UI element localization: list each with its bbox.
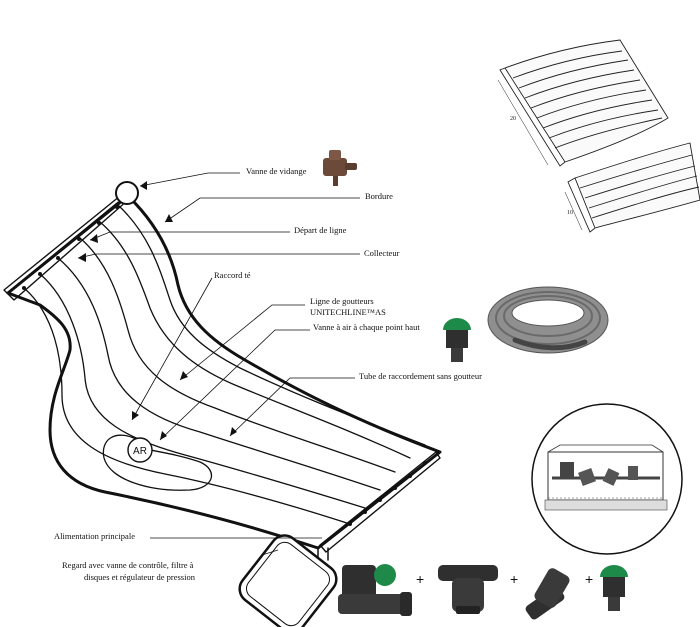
air-valve-icon [443,318,471,362]
lower-bed: 10 [564,142,700,233]
drip-line [57,257,381,491]
valve-box-inset [531,403,683,555]
label-valve-box-1: Regard avec vanne de contrôle, filtre à [62,560,194,570]
control-valve-icon [338,564,412,616]
label-air-valve: Vanne à air à chaque point haut [313,322,420,332]
tubing-coil-icon [487,286,609,354]
arrowheads [78,181,237,440]
label-border: Bordure [365,191,393,201]
return-loop [102,434,212,491]
label-tee-fitting: Raccord té [214,270,251,280]
plus-sign: + [585,571,593,587]
svg-text:10: 10 [567,210,573,216]
label-drain-valve: Vanne de vidange [246,166,307,176]
drip-line [79,237,396,473]
air-valve-small-icon [600,565,628,611]
label-drip-line: Ligne de goutteurs [310,296,374,306]
svg-text:20: 20 [510,116,516,122]
label-main-supply: Alimentation principale [54,531,135,541]
valve-box [238,534,338,627]
label-blank-tubing: Tube de raccordement sans goutteur [359,371,482,381]
bottom-header [319,451,441,553]
border-outline [6,194,442,550]
upper-bed: 20 [497,39,669,167]
drip-line [117,204,426,446]
label-line-start: Départ de ligne [294,225,347,235]
disc-filter-icon [438,565,498,614]
plus-sign: + [510,571,518,587]
drip-line [99,221,411,459]
perspective-layout: 20 10 [497,39,700,233]
plus-sign: + [416,571,424,587]
label-manifold: Collecteur [364,248,400,258]
drip-line [23,287,351,525]
drain-valve-marker [115,181,139,205]
label-valve-box-2: disques et régulateur de pression [84,572,195,582]
header-fittings [22,205,427,526]
pressure-regulator-icon [525,568,570,620]
drain-valve-icon [323,150,357,186]
air-release-marker [127,437,153,463]
field-layout [3,181,442,627]
label-drip-line-product: UNITECHLINE™AS [310,307,386,317]
ar-label: AR [133,446,147,457]
drip-line [39,273,366,509]
